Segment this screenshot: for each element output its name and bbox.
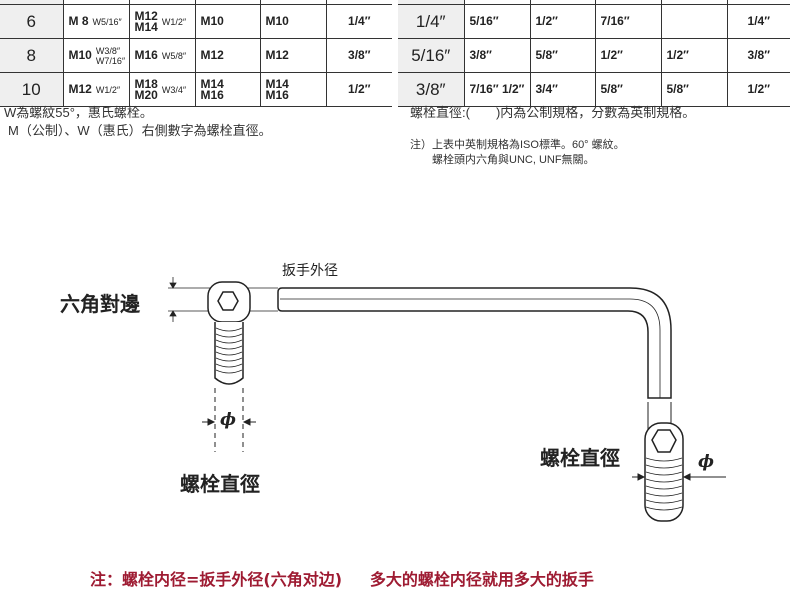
footer-note: 注：螺栓内径=扳手外径(六角对边) 多大的螺栓内径就用多大的扳手: [90, 570, 594, 589]
cell-value: 3/4″: [535, 82, 558, 96]
cell-value: 1/4″: [747, 14, 770, 28]
cell-value: 6: [26, 11, 36, 31]
table-cell: 7/16″ 1/2″: [463, 72, 531, 107]
table-note-1: W為螺紋55°，惠氏螺栓。: [4, 105, 153, 120]
table-row: 3/8″ 7/16″ 1/2″ 3/4″ 5/8″ 5/8″ 1/2″: [398, 72, 790, 107]
whitworth-value: W5/16″: [92, 16, 122, 27]
cell-value: M10: [200, 14, 224, 28]
size-cell: 10: [0, 72, 64, 107]
table-note-2: M（公制）、W（惠氏）右側數字為螺栓直徑。: [8, 123, 272, 138]
cell-value: M 8: [68, 14, 89, 28]
whitworth-value: W1/2″: [161, 16, 187, 27]
whitworth-value: W3/8″: [95, 45, 121, 56]
table-cell: M12: [259, 38, 327, 73]
table-cell: 1/2″: [529, 4, 596, 39]
table-cell: [660, 4, 728, 39]
cell-value: M18: [134, 76, 158, 91]
cell-value: 1/2″: [348, 82, 371, 96]
cell-value: 5/16″: [469, 14, 499, 28]
cell-value: 1/4″: [348, 14, 371, 28]
table-cell: 1/2″: [726, 72, 790, 107]
hex-key-wrench: [277, 287, 672, 399]
cell-value: M14: [134, 19, 158, 34]
cell-value: 5/8″: [666, 82, 689, 96]
cell-value: M16: [265, 87, 289, 102]
cell-value: M12: [200, 48, 224, 62]
footnote-2: 螺栓頭内六角與UNC, UNF無關。: [432, 154, 595, 166]
cell-value: M14: [265, 76, 289, 91]
cell-value: M20: [134, 87, 158, 102]
cell-value: 7/16″ 1/2″: [469, 82, 525, 96]
cell-value: 5/8″: [600, 82, 623, 96]
socket-head-bolt-left: [207, 281, 251, 385]
table-cell: 1/4″: [726, 4, 790, 39]
wrench-outer-diameter-label: 扳手外径: [282, 263, 338, 279]
cell-value: 1/2″: [747, 82, 770, 96]
table-cell: M10: [259, 4, 327, 39]
cell-value: 1/4″: [415, 11, 446, 31]
whitworth-value: W5/8″: [161, 50, 187, 61]
cell-value: 5/16″: [411, 45, 451, 65]
cell-value: M12: [134, 8, 158, 23]
cell-value: M14: [200, 76, 224, 91]
cell-value: 3/8″: [469, 48, 492, 62]
cell-value: M12: [265, 48, 289, 62]
bolt-diameter-label-right: 螺栓直徑: [540, 446, 620, 470]
whitworth-value: W3/4″: [161, 84, 187, 95]
socket-set-screw-right: [644, 422, 684, 522]
bolt-diameter-label-left: 螺栓直徑: [180, 472, 260, 496]
table-cell: 3/4″: [529, 72, 596, 107]
whitworth-value: W1/2″: [95, 84, 121, 95]
table-cell: 5/16″: [463, 4, 531, 39]
phi-symbol-right: ϕ: [698, 452, 715, 472]
cell-value: M16: [200, 87, 224, 102]
size-cell: 5/16″: [398, 38, 465, 73]
table-cell: 5/8″: [594, 72, 662, 107]
bolt-diameter-note: 螺栓直徑:( )内為公制規格，分數為英制規格。: [410, 105, 696, 120]
cell-value: 10: [21, 79, 41, 99]
cell-value: 3/8″: [415, 79, 446, 99]
cell-value: 1/2″: [666, 48, 689, 62]
phi-symbol-left: ϕ: [220, 410, 237, 430]
cell-value: M16: [134, 48, 158, 62]
footnote-1: 注）上表中英制規格為ISO標準。60° 螺紋。: [410, 139, 625, 151]
cell-value: 1/2″: [600, 48, 623, 62]
cell-value: 8: [26, 45, 36, 65]
cell-value: 3/8″: [348, 48, 371, 62]
table-cell: 3/8″: [325, 38, 392, 73]
cell-value: M10: [68, 48, 92, 62]
table-cell: 1/4″: [325, 4, 392, 39]
hex-across-flats-label: 六角對邊: [60, 292, 140, 316]
cell-value: M10: [265, 14, 289, 28]
cell-value: 1/2″: [535, 14, 558, 28]
cell-value: 3/8″: [747, 48, 770, 62]
table-cell: 1/2″: [325, 72, 392, 107]
table-cell: 1/2″: [660, 38, 728, 73]
size-cell: 3/8″: [398, 72, 465, 107]
cell-value: 7/16″: [600, 14, 630, 28]
cell-value: M12: [68, 82, 92, 96]
imperial-size-table: 1/4″ 5/16″ 1/2″ 7/16″ 1/4″ 5/16″ 3/8″ 5/8″ 1/2″ 1…: [398, 0, 790, 107]
whitworth-value: W7/16″: [95, 55, 126, 66]
cell-value: 5/8″: [535, 48, 558, 62]
bolt-diameter-dimension-left: [214, 388, 244, 452]
table-row: 5/16″ 3/8″ 5/8″ 1/2″ 1/2″ 3/8″: [398, 38, 790, 73]
table-cell: 3/8″: [726, 38, 790, 73]
